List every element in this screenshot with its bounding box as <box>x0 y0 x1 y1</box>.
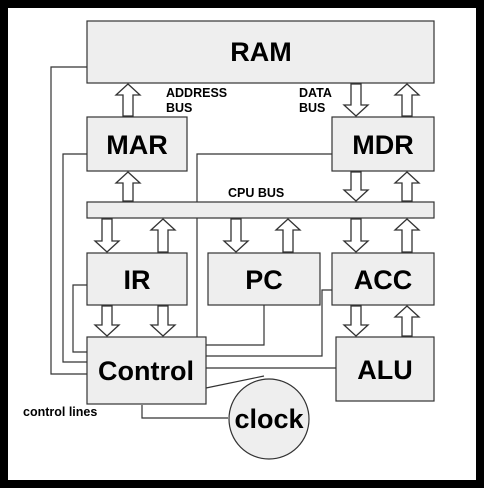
mdr-to-bus-arrow <box>342 171 370 202</box>
ir-to-control-arrow-2 <box>149 305 177 337</box>
pc-to-bus-arrow <box>274 218 302 253</box>
control-wire-mar <box>62 153 87 363</box>
address-bus-label-line1: ADDRESS <box>166 86 227 100</box>
pc-label: PC <box>245 265 283 295</box>
address-bus-label-line2: BUS <box>166 101 192 115</box>
control-wire-mdr <box>196 153 332 338</box>
ram-to-mdr-arrow <box>342 83 370 117</box>
acc-block: ACC <box>331 252 435 306</box>
bus-to-pc-arrow <box>222 218 250 253</box>
bus-to-acc-arrow <box>342 218 370 253</box>
diagram-frame: RAM MAR MDR IR PC ACC Control ALU clock … <box>8 8 476 480</box>
bus-to-mar-arrow <box>114 171 142 202</box>
clock-label: clock <box>234 404 304 434</box>
mdr-block: MDR <box>331 116 435 172</box>
mar-label: MAR <box>106 130 168 160</box>
control-label: Control <box>98 356 194 386</box>
ram-label: RAM <box>230 37 292 67</box>
ir-label: IR <box>124 265 151 295</box>
mdr-to-ram-arrow <box>393 83 421 117</box>
control-wires <box>50 66 336 419</box>
bus-to-ir-arrow <box>93 218 121 253</box>
cpu-architecture-diagram: RAM MAR MDR IR PC ACC Control ALU clock … <box>23 20 435 460</box>
data-bus-label-line2: BUS <box>299 101 325 115</box>
ir-block: IR <box>86 252 188 306</box>
control-lines-wire <box>141 405 228 419</box>
acc-label: ACC <box>354 265 413 295</box>
acc-to-alu-arrow <box>342 305 370 337</box>
clock-wire <box>205 375 265 389</box>
bus-arrows <box>93 83 421 337</box>
control-wire-acc <box>206 289 332 357</box>
control-block: Control <box>86 336 207 405</box>
cpu-bus-label: CPU BUS <box>228 186 284 200</box>
clock-block: clock <box>228 378 310 460</box>
pc-block: PC <box>207 252 321 306</box>
data-bus-label-line1: DATA <box>299 86 332 100</box>
ir-to-control-arrow-1 <box>93 305 121 337</box>
cpu-bus-block <box>86 201 435 219</box>
control-wire-ram <box>50 66 87 375</box>
control-wire-ir <box>72 284 87 353</box>
control-wire-pc <box>206 304 265 346</box>
control-lines-label: control lines <box>23 405 97 419</box>
bus-to-mdr-arrow <box>393 171 421 202</box>
ir-to-bus-arrow <box>149 218 177 253</box>
mar-to-ram-arrow <box>114 83 142 117</box>
mdr-label: MDR <box>352 130 414 160</box>
acc-to-bus-arrow <box>393 218 421 253</box>
mar-block: MAR <box>86 116 188 172</box>
ram-block: RAM <box>86 20 435 84</box>
alu-block: ALU <box>335 336 435 402</box>
alu-to-acc-arrow <box>393 305 421 337</box>
alu-label: ALU <box>357 355 413 385</box>
